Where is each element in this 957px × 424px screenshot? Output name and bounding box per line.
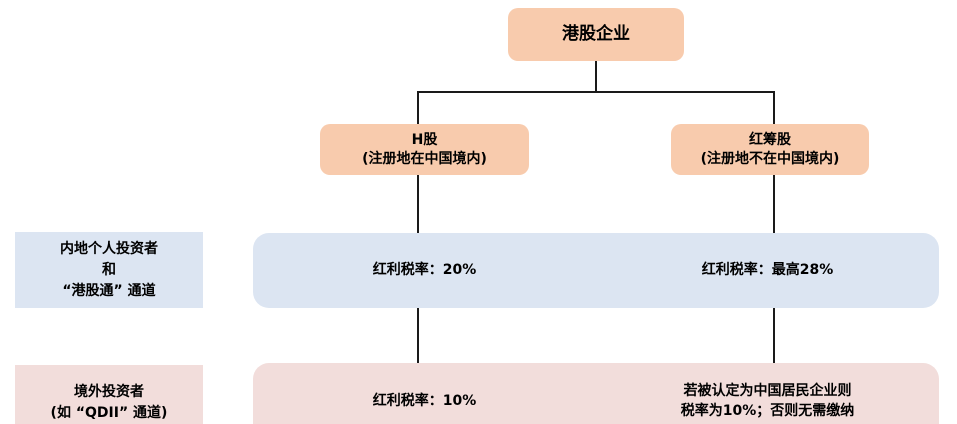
connector-left-to-blue-row [417, 175, 419, 233]
node-h-share-title: H股 [411, 132, 438, 149]
node-h-share: H股 (注册地在中国境内) [320, 124, 529, 175]
connector-right-to-blue-row [773, 175, 775, 233]
node-h-share-subtitle: (注册地在中国境内) [362, 150, 487, 167]
row-mainland-dividend-tax: 红利税率：20% 红利税率：最高28% [253, 233, 939, 308]
node-hk-listed-company: 港股企业 [508, 8, 684, 61]
row-label-line: “港股通” 通道 [62, 282, 156, 299]
row-label-line: 和 [102, 261, 116, 278]
connector-left-branch-drop [417, 91, 419, 124]
row-label-line: 内地个人投资者 [60, 240, 158, 257]
cell-h-share-overseas-tax: 红利税率：10% [372, 392, 477, 409]
node-red-chip: 红筹股 (注册地不在中国境内) [671, 124, 869, 175]
row-label-line: 境外投资者 [74, 384, 144, 400]
row-label-line: (如 “QDII” 通道) [50, 405, 168, 421]
connector-root-stem [595, 61, 597, 92]
node-red-chip-title: 红筹股 [749, 132, 791, 149]
connector-right-branch-drop [773, 91, 775, 124]
row-label-mainland-investors: 内地个人投资者 和 “港股通” 通道 [15, 232, 203, 308]
node-red-chip-subtitle: (注册地不在中国境内) [700, 150, 840, 167]
connector-left-to-pink-row [417, 308, 419, 363]
cell-red-chip-overseas-tax: 若被认定为中国居民企业则 税率为10%；否则无需缴纳 [680, 382, 855, 419]
cell-red-chip-mainland-tax: 红利税率：最高28% [701, 262, 834, 279]
row-label-overseas-investors: 境外投资者 (如 “QDII” 通道) [15, 365, 203, 424]
connector-right-to-pink-row [773, 308, 775, 363]
cell-h-share-mainland-tax: 红利税率：20% [372, 262, 477, 279]
row-overseas-dividend-tax: 红利税率：10% 若被认定为中国居民企业则 税率为10%；否则无需缴纳 [253, 363, 939, 424]
connector-branch-horizontal [417, 91, 775, 93]
